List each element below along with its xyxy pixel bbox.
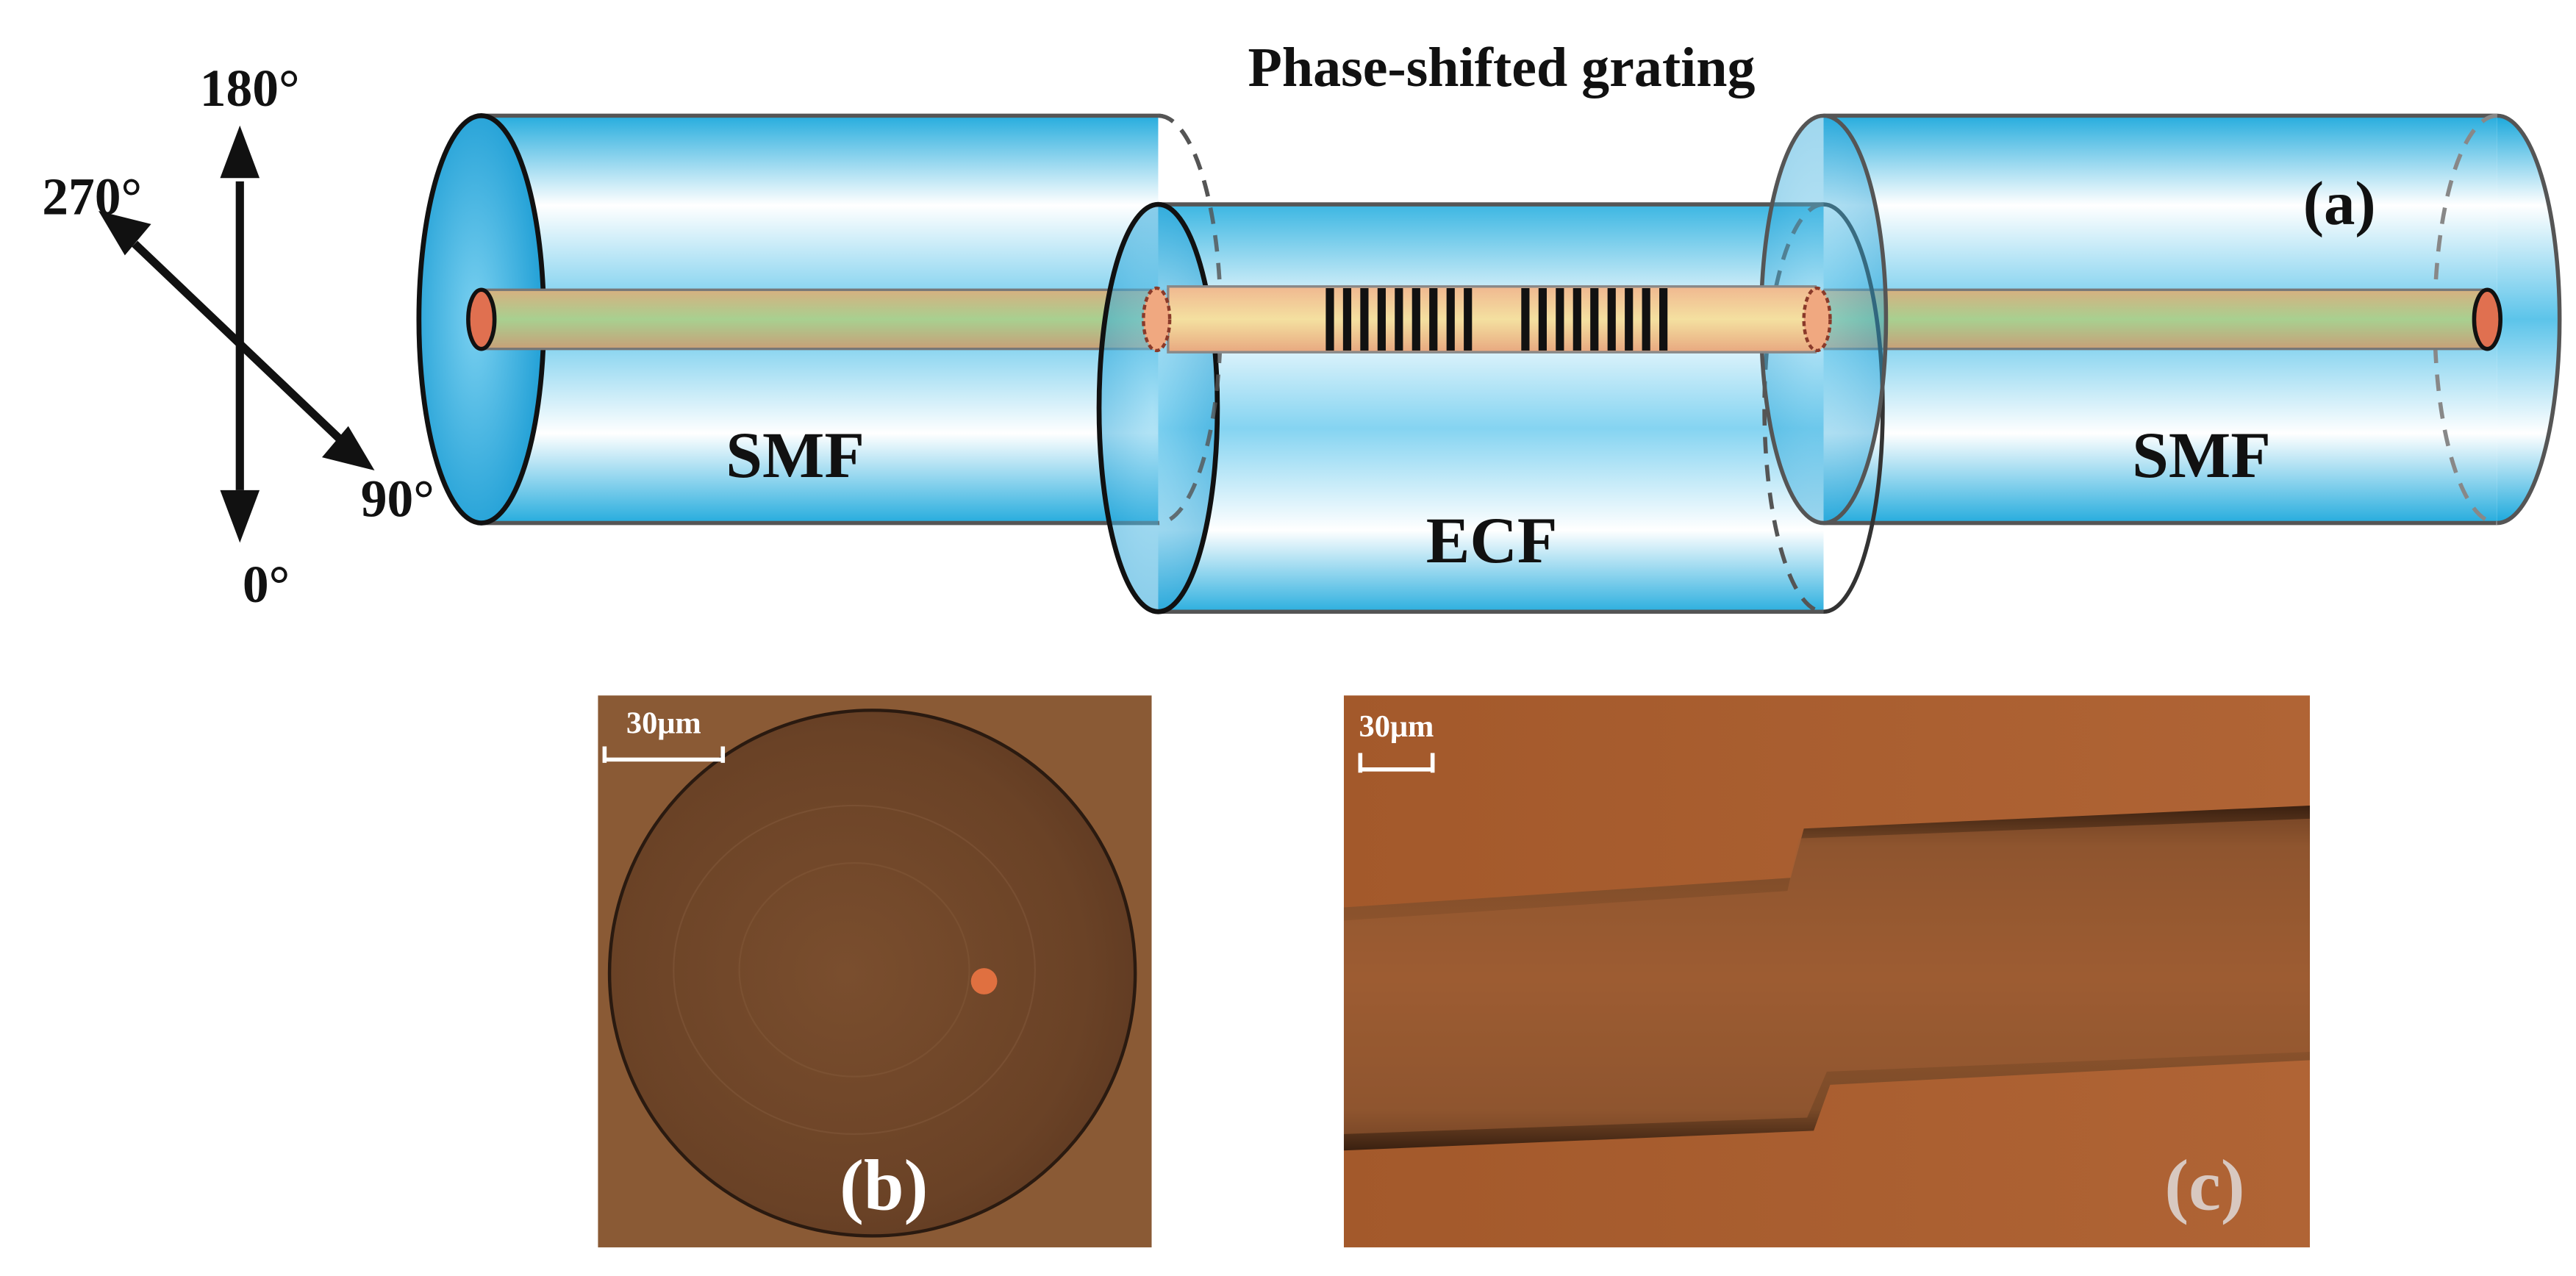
panel-b-label: (b) xyxy=(840,1146,928,1226)
panel-c-label: (c) xyxy=(2164,1146,2244,1226)
core-spot-icon xyxy=(970,968,998,994)
grating-line xyxy=(1395,288,1403,351)
arrowhead-down-icon xyxy=(220,490,260,543)
grating-line xyxy=(1573,288,1581,351)
phase-shifted-grating xyxy=(1325,288,1668,351)
grating-line xyxy=(1659,288,1668,351)
grating-line xyxy=(1325,288,1334,351)
ecf-core xyxy=(1167,285,1817,354)
grating-line xyxy=(1412,288,1420,351)
angle-0-label: 0° xyxy=(243,556,290,614)
grating-line xyxy=(1360,288,1369,351)
ecf-label: ECF xyxy=(1426,504,1558,577)
grating-line xyxy=(1464,288,1473,351)
ecf-splice-left-icon xyxy=(1142,286,1172,353)
grating-line xyxy=(1625,288,1634,351)
ecf-cylinder xyxy=(1096,201,1885,614)
grating-line xyxy=(1377,288,1386,351)
angle-90-label: 90° xyxy=(361,470,434,528)
grating-line xyxy=(1521,288,1530,351)
grating-title: Phase-shifted grating xyxy=(1248,37,1755,98)
grating-line xyxy=(1642,288,1650,351)
smf-left-label: SMF xyxy=(726,419,865,492)
scale-bar-c: 30μm xyxy=(1358,709,1435,773)
svg-text:30μm: 30μm xyxy=(1359,709,1434,744)
grating-line xyxy=(1607,288,1616,351)
core-end-right-icon xyxy=(2472,287,2502,351)
grating-line xyxy=(1429,288,1438,351)
arrowhead-downright-icon xyxy=(322,426,375,471)
polarization-axes: 180° 270° 90° 0° xyxy=(42,60,434,614)
smf-left-core xyxy=(480,288,1170,351)
grating-line xyxy=(1556,288,1564,351)
grating-line xyxy=(1538,288,1547,351)
scale-bar-b: 30μm xyxy=(602,706,726,763)
arrowhead-upleft-icon xyxy=(99,210,151,256)
smf-right-label: SMF xyxy=(2132,419,2271,492)
grating-line xyxy=(1342,288,1352,351)
panel-b-micrograph: 30μm (b) xyxy=(598,695,1152,1248)
ecf-splice-right-icon xyxy=(1802,286,1832,353)
grating-line xyxy=(1446,288,1455,351)
smf-right-core xyxy=(1814,288,2491,351)
core-end-left-icon xyxy=(466,287,497,351)
panel-a-label: (a) xyxy=(2303,169,2376,238)
svg-text:30μm: 30μm xyxy=(626,706,701,741)
panel-c-micrograph: 30μm (c) xyxy=(1343,695,2310,1248)
grating-line xyxy=(1590,288,1599,351)
angle-270-label: 270° xyxy=(42,168,142,226)
arrowhead-up-icon xyxy=(220,125,260,179)
diagonal-axis-arrow xyxy=(132,240,345,444)
angle-180-label: 180° xyxy=(200,60,300,118)
